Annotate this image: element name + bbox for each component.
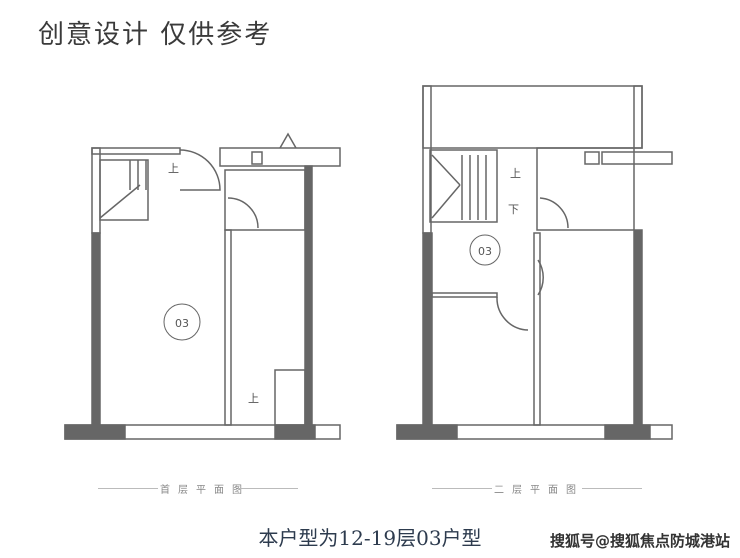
stair — [274, 369, 306, 426]
wall — [422, 232, 433, 426]
watermark: 搜狐号@搜狐焦点防城港站 — [549, 532, 730, 550]
wall — [91, 147, 101, 234]
stair-label-down: 下 — [508, 203, 519, 216]
door-swing — [179, 149, 221, 191]
divider — [98, 488, 158, 489]
unit-label-second: 03 — [478, 245, 492, 258]
ground-floor-plan — [64, 132, 341, 440]
disclaimer-title: 创意设计 仅供参考 — [38, 20, 273, 50]
room — [224, 169, 306, 231]
door-swing — [227, 197, 259, 229]
divider — [432, 488, 492, 489]
ledge — [601, 151, 673, 165]
wall — [304, 165, 313, 426]
shaft — [251, 151, 263, 165]
wall — [633, 229, 643, 426]
unit-subtitle: 本户型为12-19层03户型 — [258, 526, 482, 550]
door-swing — [537, 259, 544, 296]
stair-label-up: 上 — [168, 162, 179, 175]
terrace — [422, 85, 643, 149]
unit-label-ground: 03 — [175, 317, 189, 330]
door-swing — [279, 132, 297, 149]
divider — [582, 488, 642, 489]
room — [536, 147, 635, 231]
stair — [99, 159, 149, 221]
second-floor-plan — [396, 85, 673, 440]
stair-label-up: 上 — [248, 392, 259, 405]
unit-circle — [469, 234, 501, 266]
caption-ground-floor: 首层平面图 — [160, 485, 250, 496]
stair-line — [99, 184, 141, 219]
stair — [429, 149, 498, 223]
caption-second-floor: 二层平面图 — [494, 485, 584, 496]
divider — [238, 488, 298, 489]
wall — [91, 232, 101, 426]
door-swing — [496, 296, 529, 331]
wall — [91, 147, 181, 155]
unit-circle — [163, 303, 201, 341]
door-swing — [539, 197, 569, 229]
stair-label-up: 上 — [510, 167, 521, 180]
wall — [219, 147, 341, 167]
wall — [431, 292, 498, 298]
wall — [224, 229, 232, 426]
wall — [633, 85, 643, 149]
